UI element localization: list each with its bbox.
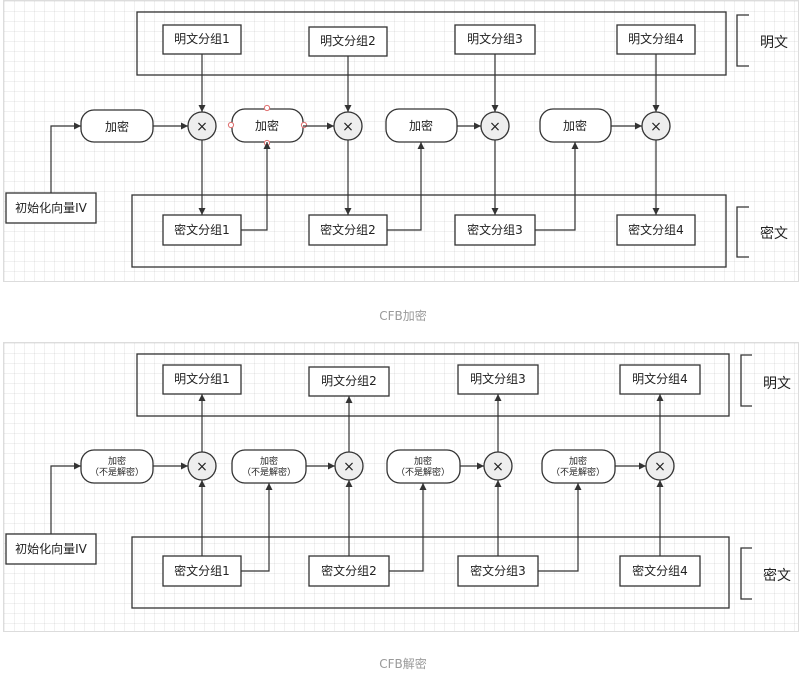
plaintext-block-2: 明文分组2 bbox=[308, 26, 388, 57]
ciphertext-bracket bbox=[740, 547, 752, 600]
ciphertext-block-1: 密文分组1 bbox=[162, 555, 242, 587]
plaintext-block-3: 明文分组3 bbox=[457, 364, 539, 395]
plaintext-block-3-label: 明文分组3 bbox=[467, 31, 523, 46]
ciphertext-block-2-label: 密文分组2 bbox=[320, 222, 376, 237]
ciphertext-block-3: 密文分组3 bbox=[454, 214, 536, 246]
cfb-decryption-diagram: 明文 密文 明文分组1 明文分组2 明文分组3 明文分组4 密文分组1 密文分组… bbox=[5, 353, 791, 609]
iv-label: 初始化向量IV bbox=[15, 541, 88, 556]
iv-box: 初始化向量IV bbox=[5, 192, 97, 224]
encrypt-box-4-note: （不是解密） bbox=[551, 466, 605, 478]
encrypt-box-3-label: 加密 bbox=[409, 118, 433, 133]
ciphertext-block-4: 密文分组4 bbox=[616, 214, 696, 246]
selection-handle[interactable] bbox=[300, 121, 308, 129]
plaintext-block-4: 明文分组4 bbox=[616, 24, 696, 55]
encrypt-box-2-label: 加密 bbox=[260, 455, 278, 467]
ciphertext-block-2: 密文分组2 bbox=[308, 214, 388, 246]
encrypt-box-1-label: 加密 bbox=[108, 455, 126, 467]
xor-node-1: × bbox=[187, 111, 217, 141]
ciphertext-block-2-label: 密文分组2 bbox=[321, 563, 377, 578]
xor-node-2: × bbox=[333, 111, 363, 141]
encrypt-box-1: 加密 bbox=[80, 109, 154, 143]
encryption-caption: CFB加密 bbox=[379, 309, 427, 323]
ciphertext-container bbox=[131, 194, 727, 268]
plaintext-block-4: 明文分组4 bbox=[619, 364, 701, 395]
decryption-caption: CFB解密 bbox=[379, 657, 427, 671]
ciphertext-block-4-label: 密文分组4 bbox=[628, 222, 684, 237]
plaintext-block-4-label: 明文分组4 bbox=[628, 31, 684, 46]
plaintext-bracket bbox=[736, 14, 749, 67]
xor-node-2: × bbox=[334, 451, 364, 481]
plaintext-container bbox=[136, 11, 727, 76]
encrypt-box-3-label: 加密 bbox=[414, 455, 432, 467]
xor-node-3: × bbox=[483, 451, 513, 481]
ciphertext-block-2: 密文分组2 bbox=[308, 555, 390, 587]
xor-symbol: × bbox=[489, 119, 501, 135]
xor-symbol: × bbox=[650, 119, 662, 135]
connector-lines bbox=[50, 394, 664, 572]
xor-node-4: × bbox=[641, 111, 671, 141]
selection-handle[interactable] bbox=[227, 121, 235, 129]
plaintext-block-2-label: 明文分组2 bbox=[320, 33, 376, 48]
encrypt-box-2-note: （不是解密） bbox=[242, 466, 296, 478]
plaintext-block-1-label: 明文分组1 bbox=[174, 371, 230, 386]
xor-symbol: × bbox=[654, 459, 666, 475]
plaintext-block-2-label: 明文分组2 bbox=[321, 373, 377, 388]
ciphertext-container bbox=[131, 536, 730, 609]
plaintext-block-2: 明文分组2 bbox=[308, 366, 390, 397]
encrypt-box-3-note: （不是解密） bbox=[396, 466, 450, 478]
xor-symbol: × bbox=[196, 119, 208, 135]
xor-symbol: × bbox=[343, 459, 355, 475]
ciphertext-block-4: 密文分组4 bbox=[619, 555, 701, 587]
xor-node-4: × bbox=[645, 451, 675, 481]
ciphertext-block-3-label: 密文分组3 bbox=[467, 222, 523, 237]
xor-symbol: × bbox=[196, 459, 208, 475]
xor-node-3: × bbox=[480, 111, 510, 141]
iv-box: 初始化向量IV bbox=[5, 533, 97, 565]
ciphertext-bracket bbox=[736, 206, 749, 258]
xor-node-1: × bbox=[187, 451, 217, 481]
encrypt-box-1-note: （不是解密） bbox=[90, 466, 144, 478]
plaintext-block-1: 明文分组1 bbox=[162, 364, 242, 395]
ciphertext-block-1-label: 密文分组1 bbox=[174, 222, 230, 237]
connector-lines bbox=[50, 54, 660, 231]
ciphertext-block-3-label: 密文分组3 bbox=[470, 563, 526, 578]
ciphertext-block-3: 密文分组3 bbox=[457, 555, 539, 587]
encrypt-box-4: 加密 bbox=[539, 108, 612, 143]
plaintext-side-label: 明文 bbox=[763, 376, 791, 392]
plaintext-block-3-label: 明文分组3 bbox=[470, 371, 526, 386]
ciphertext-side-label: 密文 bbox=[763, 567, 791, 584]
plaintext-block-4-label: 明文分组4 bbox=[632, 371, 688, 386]
encrypt-box-4-label: 加密 bbox=[563, 118, 587, 133]
ciphertext-block-1: 密文分组1 bbox=[162, 214, 242, 246]
plaintext-container bbox=[136, 353, 730, 417]
encrypt-box-3: 加密 （不是解密） bbox=[386, 449, 461, 484]
plaintext-bracket bbox=[740, 354, 752, 407]
xor-symbol: × bbox=[492, 459, 504, 475]
encrypt-box-1-label: 加密 bbox=[105, 119, 129, 134]
ciphertext-block-4-label: 密文分组4 bbox=[632, 563, 688, 578]
encrypt-box-4: 加密 （不是解密） bbox=[541, 449, 616, 484]
encrypt-box-2-label: 加密 bbox=[255, 118, 279, 133]
plaintext-side-label: 明文 bbox=[760, 35, 788, 51]
ciphertext-side-label: 密文 bbox=[760, 225, 788, 242]
plaintext-block-1-label: 明文分组1 bbox=[174, 31, 230, 46]
xor-symbol: × bbox=[342, 119, 354, 135]
selection-handle[interactable] bbox=[263, 104, 271, 112]
plaintext-block-3: 明文分组3 bbox=[454, 24, 536, 55]
cfb-encryption-diagram: 明文 密文 明文分组1 明文分组2 明文分组3 明文分组4 密文分组1 密文分组… bbox=[5, 11, 788, 268]
encrypt-box-4-label: 加密 bbox=[569, 455, 587, 467]
encrypt-box-2: 加密 bbox=[227, 104, 308, 147]
encrypt-box-3: 加密 bbox=[385, 108, 458, 143]
iv-label: 初始化向量IV bbox=[15, 200, 88, 215]
ciphertext-block-1-label: 密文分组1 bbox=[174, 563, 230, 578]
encrypt-box-2: 加密 （不是解密） bbox=[231, 449, 307, 484]
encrypt-box-1: 加密 （不是解密） bbox=[80, 449, 154, 484]
plaintext-block-1: 明文分组1 bbox=[162, 24, 242, 55]
